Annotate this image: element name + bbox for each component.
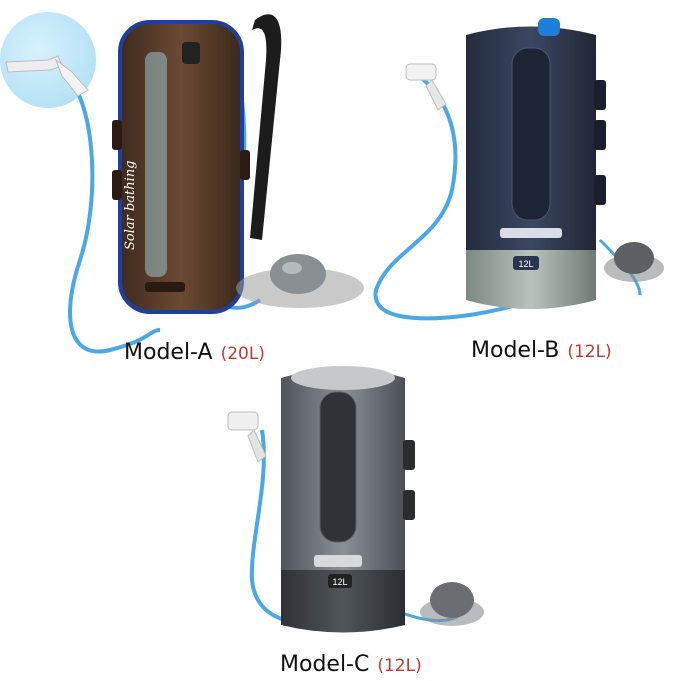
water-level-window bbox=[511, 47, 551, 221]
product-model-a: Solar bathing bbox=[5, 14, 364, 354]
shower-head-icon bbox=[227, 411, 267, 463]
product-model-c: 12L bbox=[227, 366, 484, 633]
tank-base bbox=[281, 570, 405, 633]
tank-base bbox=[466, 250, 596, 309]
product-model-b: 12L bbox=[373, 18, 664, 321]
fill-cap bbox=[182, 42, 200, 64]
temperature-strip bbox=[314, 555, 362, 567]
capacity-label: (12L) bbox=[567, 342, 612, 362]
backpack-strap bbox=[250, 14, 282, 240]
capacity-badge bbox=[513, 256, 539, 270]
fill-cap bbox=[538, 18, 560, 36]
capacity-label: (20L) bbox=[220, 344, 265, 364]
caption-model-a: Model-A (20L) bbox=[124, 340, 265, 365]
model-name: Model-A bbox=[124, 340, 213, 365]
bag-printed-text: Solar bathing bbox=[123, 160, 138, 250]
caption-model-c: Model-C (12L) bbox=[280, 652, 422, 677]
temperature-strip bbox=[145, 282, 185, 292]
water-level-window bbox=[145, 52, 167, 277]
foot-pump-icon bbox=[236, 254, 364, 308]
shower-head-icon bbox=[5, 55, 89, 97]
shower-hose bbox=[373, 73, 531, 321]
foot-pump-icon bbox=[420, 582, 484, 626]
shower-head-icon bbox=[405, 63, 447, 111]
foot-pump-icon bbox=[604, 242, 664, 282]
caption-model-b: Model-B (12L) bbox=[471, 338, 612, 363]
capacity-badge bbox=[328, 574, 352, 588]
water-level-window bbox=[319, 391, 357, 543]
tank-lid bbox=[291, 366, 395, 390]
capacity-badge-text: 12L bbox=[332, 577, 347, 587]
shower-hose bbox=[68, 78, 161, 354]
capacity-badge-text: 12L bbox=[518, 259, 533, 269]
capacity-label: (12L) bbox=[377, 656, 422, 676]
water-bag-body bbox=[118, 20, 244, 314]
temperature-strip bbox=[500, 228, 562, 238]
model-name: Model-C bbox=[280, 652, 370, 677]
model-name: Model-B bbox=[471, 338, 560, 363]
